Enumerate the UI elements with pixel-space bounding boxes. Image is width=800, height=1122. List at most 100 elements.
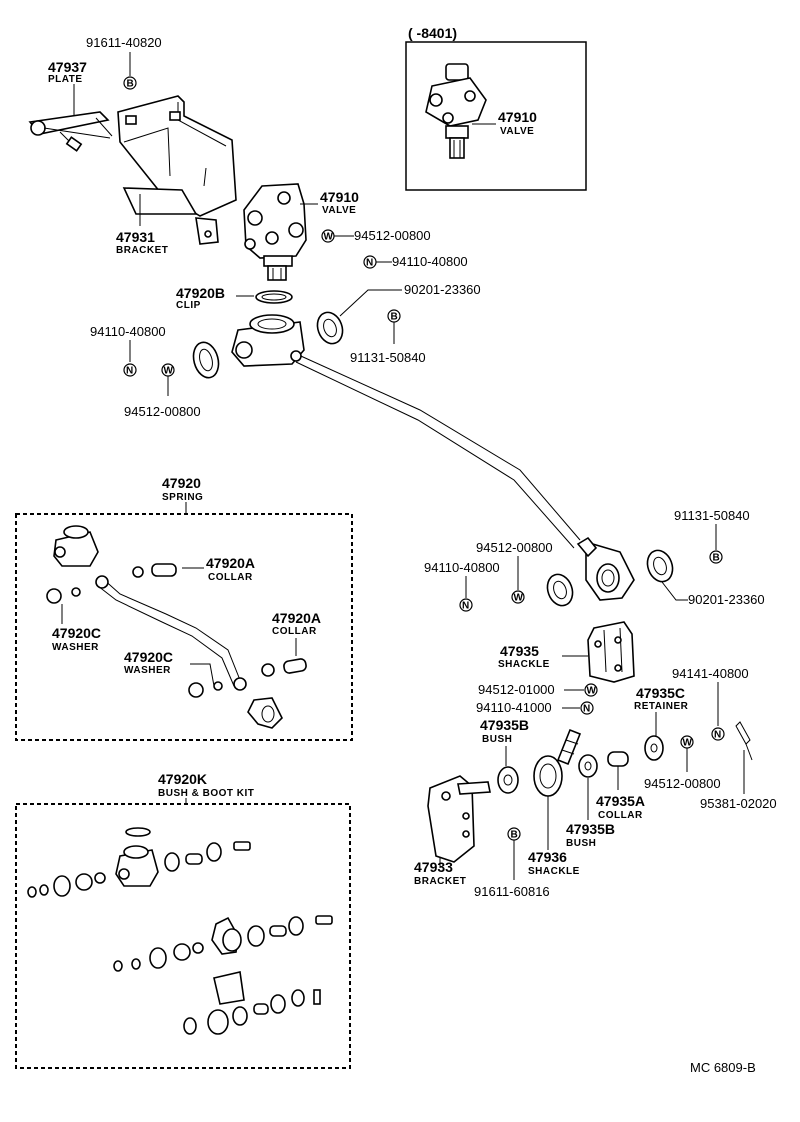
valve-drawing bbox=[243, 183, 307, 281]
label-94110-40800-a: 94110-40800 bbox=[392, 254, 468, 269]
bracket-933-drawing bbox=[427, 775, 491, 863]
bolt-symbol-letter: B bbox=[127, 79, 134, 90]
spring-kit-parts bbox=[46, 525, 307, 729]
bolt-symbol: B bbox=[507, 827, 521, 841]
bolt-symbol: B bbox=[123, 76, 137, 90]
label-94512-00800-a: 94512-00800 bbox=[354, 228, 431, 243]
kit-number: 47920K bbox=[158, 771, 207, 787]
spring-number: 47920 bbox=[162, 475, 201, 491]
spring-name: SPRING bbox=[162, 492, 203, 503]
kit-name: BUSH & BOOT KIT bbox=[158, 788, 254, 799]
svg-text:N: N bbox=[126, 366, 133, 377]
svg-text:W: W bbox=[587, 686, 597, 697]
collar-a1-name: COLLAR bbox=[208, 572, 253, 583]
bush-boot-kit-box bbox=[15, 803, 351, 1069]
shackle-936-number: 47936 bbox=[528, 849, 567, 865]
label-94512-00800-c: 94512-00800 bbox=[476, 540, 553, 555]
bracket-top-number: 47931 bbox=[116, 229, 155, 245]
nut-symbol: N bbox=[711, 727, 725, 741]
washer-c1-number: 47920C bbox=[52, 625, 101, 641]
svg-text:W: W bbox=[514, 593, 524, 604]
svg-text:W: W bbox=[164, 366, 174, 377]
washer-symbol: W bbox=[161, 363, 175, 377]
label-91131-50840-b: 91131-50840 bbox=[674, 508, 750, 523]
plate-number: 47937 bbox=[48, 59, 87, 75]
variant-range-label: ( -8401) bbox=[408, 25, 457, 41]
bolt-symbol: B bbox=[387, 309, 401, 323]
svg-text:W: W bbox=[683, 738, 693, 749]
washer-c2-number: 47920C bbox=[124, 649, 173, 665]
clip-drawing bbox=[255, 290, 293, 304]
retainer-name: RETAINER bbox=[634, 701, 689, 712]
label-94110-40800-c: 94110-40800 bbox=[424, 560, 500, 575]
diagram-code: MC 6809-B bbox=[690, 1060, 756, 1075]
bushing-lower-right bbox=[646, 549, 674, 583]
svg-text:B: B bbox=[511, 830, 518, 841]
label-91131-50840-a: 91131-50840 bbox=[350, 350, 426, 365]
spring-rod-bottom bbox=[295, 361, 575, 549]
clip-name: CLIP bbox=[176, 300, 201, 311]
label-91611-40820: 91611-40820 bbox=[86, 35, 162, 50]
bushing-lower-left bbox=[546, 573, 574, 607]
retainer-drawing bbox=[644, 735, 664, 761]
label-94512-00800-b: 94512-00800 bbox=[124, 404, 201, 419]
shackle-drawing bbox=[587, 621, 635, 683]
valve-number: 47910 bbox=[320, 189, 359, 205]
valve-variant-name: VALVE bbox=[500, 126, 534, 137]
label-94512-01000: 94512-01000 bbox=[478, 682, 555, 697]
collar-a2-number: 47920A bbox=[272, 610, 321, 626]
svg-text:N: N bbox=[462, 601, 469, 612]
svg-text:N: N bbox=[714, 730, 721, 741]
bushing-left bbox=[192, 341, 220, 379]
bush-b1-drawing bbox=[497, 766, 519, 794]
spring-kit-box bbox=[15, 513, 353, 741]
washer-c1-name: WASHER bbox=[52, 642, 99, 653]
bush-b1-number: 47935B bbox=[480, 717, 529, 733]
label-94512-00800-d: 94512-00800 bbox=[644, 776, 721, 791]
label-95381-02020: 95381-02020 bbox=[700, 796, 777, 811]
collar-935a-drawing bbox=[607, 751, 629, 767]
collar-935a-name: COLLAR bbox=[598, 810, 643, 821]
washer-symbol: W bbox=[321, 229, 335, 243]
svg-text:W: W bbox=[324, 232, 334, 243]
label-94110-40800-b: 94110-40800 bbox=[90, 324, 166, 339]
rod-end-lower bbox=[576, 536, 635, 601]
washer-symbol: W bbox=[680, 735, 694, 749]
svg-text:N: N bbox=[583, 704, 590, 715]
shackle-name: SHACKLE bbox=[498, 659, 550, 670]
svg-text:B: B bbox=[713, 553, 720, 564]
clip-number: 47920B bbox=[176, 285, 225, 301]
bush-b1-name: BUSH bbox=[482, 734, 512, 745]
washer-symbol: W bbox=[511, 590, 525, 604]
bracket-933-number: 47933 bbox=[414, 859, 453, 875]
bracket-top-name: BRACKET bbox=[116, 245, 168, 256]
label-91611-60816: 91611-60816 bbox=[474, 884, 550, 899]
bush-b2-number: 47935B bbox=[566, 821, 615, 837]
cotter-pin-drawing bbox=[735, 721, 753, 761]
shackle-number: 47935 bbox=[500, 643, 539, 659]
collar-a2-name: COLLAR bbox=[272, 626, 317, 637]
label-94141-40800: 94141-40800 bbox=[672, 666, 749, 681]
nut-symbol: N bbox=[459, 598, 473, 612]
plate-name: PLATE bbox=[48, 74, 83, 85]
svg-text:B: B bbox=[391, 312, 398, 323]
bushing-top-right bbox=[316, 311, 344, 345]
bush-b2-drawing bbox=[578, 754, 598, 778]
bolt-symbol: B bbox=[709, 550, 723, 564]
retainer-number: 47935C bbox=[636, 685, 685, 701]
shackle-936-drawing bbox=[533, 728, 582, 797]
valve-variant-drawing bbox=[425, 63, 487, 159]
collar-a1-number: 47920A bbox=[206, 555, 255, 571]
valve-name: VALVE bbox=[322, 205, 356, 216]
bush-b2-name: BUSH bbox=[566, 838, 596, 849]
variant-box: ( -8401) 47910 VALVE bbox=[405, 25, 587, 191]
bush-boot-kit-parts bbox=[27, 827, 333, 1035]
label-94110-41000: 94110-41000 bbox=[476, 700, 552, 715]
plate-drawing bbox=[28, 111, 113, 152]
label-90201-23360-a: 90201-23360 bbox=[404, 282, 481, 297]
shackle-936-name: SHACKLE bbox=[528, 866, 580, 877]
bracket-933-name: BRACKET bbox=[414, 876, 466, 887]
nut-symbol: N bbox=[123, 363, 137, 377]
nut-symbol: N bbox=[363, 255, 377, 269]
